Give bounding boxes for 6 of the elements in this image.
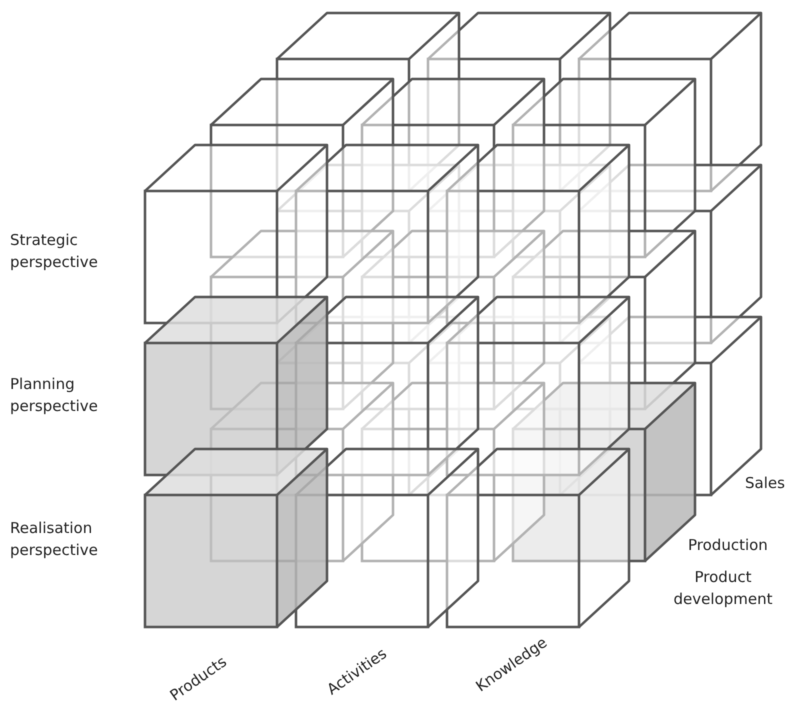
row-label: Realisation perspective [10,518,99,561]
row-label: Strategic perspective [10,230,99,273]
depth-label: Production [688,535,769,556]
depth-label: Sales [745,473,786,494]
row-label: Planning perspective [10,374,99,417]
depth-label: Product development [672,567,774,610]
